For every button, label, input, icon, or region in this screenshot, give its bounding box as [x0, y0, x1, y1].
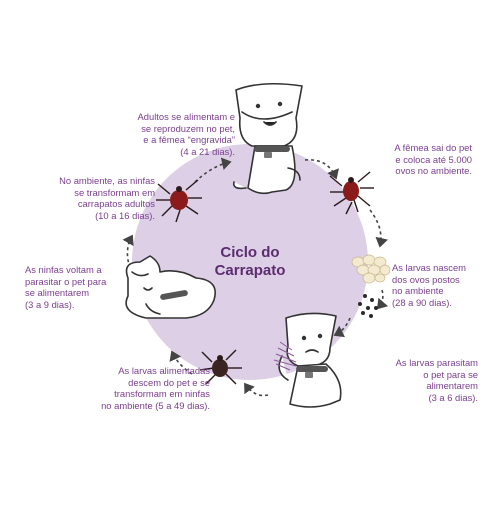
arrow-larvae-to-dog: [333, 317, 351, 338]
tick-nymph-icon: [156, 179, 202, 223]
arrow-nymph-to-adults: [194, 157, 232, 183]
center-title-line-2: Carrapato: [214, 262, 286, 279]
arrow-dog-to-tick: [304, 159, 339, 180]
larvae-cluster-icon: [358, 294, 378, 318]
scratch-lines-icon: [273, 341, 297, 371]
caption-nymphs-molt: No ambiente, as ninfas se transformam em…: [59, 175, 155, 221]
caption-adults: Adultos se alimentam e se reproduzem no …: [137, 111, 235, 157]
caption-nymphs-feed: As ninfas voltam a parasitar o pet para …: [25, 264, 107, 310]
center-title-line-1: Ciclo do: [220, 244, 280, 261]
dog-scratching-icon: [278, 312, 342, 408]
arrow-larva-tick-to-sleeping-dog: [169, 350, 193, 375]
arrow-eggs-to-larvae: [376, 289, 389, 310]
dog-sleeping-icon: [125, 255, 216, 319]
caption-larvae-feed: As larvas parasitam o pet para se alimen…: [395, 357, 478, 403]
arrow-tick-to-eggs: [369, 209, 388, 248]
dog-sitting-top-icon: [232, 82, 303, 195]
arrow-dog-to-larva-tick: [244, 382, 269, 397]
tick-adult-icon: [329, 171, 374, 215]
caption-eggs: A fêmea sai do pet e coloca até 5.000 ov…: [394, 142, 472, 177]
eggs-cluster-icon: [351, 254, 391, 284]
caption-larvae-hatch: As larvas nascem dos ovos postos no ambi…: [392, 262, 466, 308]
tick-larva-icon: [199, 349, 242, 385]
center-title: Ciclo do Carrapato: [200, 244, 300, 280]
cycle-arrows: [122, 157, 389, 397]
caption-larvae-drop: As larvas alimentadas descem do pet e se…: [101, 365, 210, 411]
